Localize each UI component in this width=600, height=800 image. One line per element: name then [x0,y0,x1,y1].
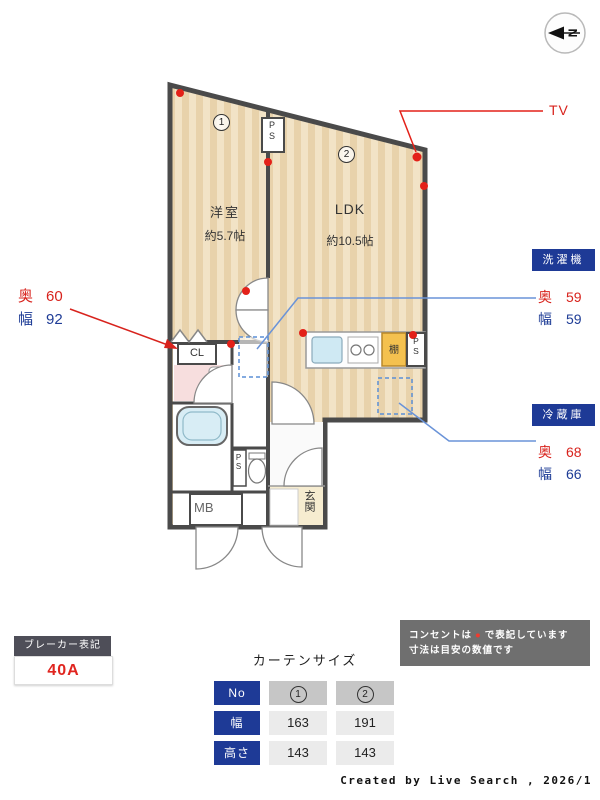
washroom-door [193,364,233,404]
fridge-depth-value: 68 [566,444,582,460]
compass: N [543,11,587,55]
breaker-label-box: ブレーカー表記 [14,636,111,656]
curtain-row-header-width: 幅 [214,711,260,735]
closet-callout-line [69,308,177,349]
meter-box-label: MB [194,500,214,515]
shelf-label: 棚 [389,345,399,356]
curtain-col-header-1: 1 [269,681,327,705]
compass-rose [544,12,586,54]
fridge-space [377,377,413,415]
curtain-col-header-no: No [214,681,260,705]
ps-label-top: PS [267,120,277,142]
outlet-dot [227,340,235,348]
closet-callout-arrowhead [164,339,178,349]
fridge-title-box: 冷蔵庫 [532,404,595,426]
burner-left [350,344,362,356]
breaker-value-box: 40A [14,656,113,685]
fridge-depth-label: 奥 [538,444,552,460]
curtain-table-title: カーテンサイズ [252,653,358,668]
fridge-callout-line [398,402,536,442]
closet-depth-row: 奥 60 [18,285,63,308]
burner-right [363,344,375,356]
outlet-dot [299,329,307,337]
washer-width-value: 59 [566,311,582,327]
front-door [261,526,303,568]
closet-dimensions: 奥 60 幅 92 [18,285,63,331]
fridge-width-label: 幅 [538,466,552,482]
entrance-step [269,488,299,526]
washer-title-box: 洗濯機 [532,249,595,271]
curtain-width-value-2: 191 [336,711,394,735]
room2-name: LDK [334,201,366,217]
room1-name: 洋室 [209,205,240,220]
washer-space [238,336,269,378]
tv-outlet-dot [412,152,422,162]
curtain-height-value-1: 143 [269,741,327,765]
room1-size: 約5.7帖 [204,229,246,243]
outlet-dots [176,89,428,348]
outlet-legend-dot-icon: ● [475,630,482,641]
closet-box [177,343,217,365]
washer-width-row: 幅 59 [538,308,582,330]
curtain-size-table: No 1 2 幅 163 191 高さ 143 143 [214,681,394,765]
washer-depth-label: 奥 [538,289,552,305]
fridge-width-row: 幅 66 [538,463,582,485]
exterior-door-left [195,526,239,570]
curtain-col-header-2: 2 [336,681,394,705]
toilet-tank [248,452,266,460]
meter-box [189,493,243,526]
room2-size: 約10.5帖 [326,234,374,248]
legend-note-line1-prefix: コンセントは [409,630,473,641]
curtain-row-header-height: 高さ [214,741,260,765]
ps-box-top [261,117,285,153]
washer-dimensions: 奥 59 幅 59 [538,286,582,330]
curtain-width-value-1: 163 [269,711,327,735]
bathtub-inner [182,411,222,441]
entrance-label: 玄関 [303,490,315,512]
compass-north-letter: N [565,28,580,38]
room2-number-badge: 2 [338,146,355,163]
fridge-dimensions: 奥 68 幅 66 [538,441,582,485]
legend-note-line2: 寸法は目安の数値です [409,645,515,656]
room1-number-badge: 1 [213,114,230,131]
ps-label-toilet: PS [234,453,243,471]
outlet-dot [409,331,417,339]
closet-width-row: 幅 92 [18,308,63,331]
closet-depth-label: 奥 [18,288,34,305]
legend-note-line1-suffix: で表記しています [484,630,569,641]
credit-footer: Created by Live Search , 2026/1 [340,774,592,787]
washer-callout-line [256,297,536,350]
corridor-door [283,447,323,487]
kitchen-sink [311,336,343,364]
closet-depth-value: 60 [46,288,63,305]
outlet-dot [176,89,184,97]
bathtub [176,406,228,446]
washer-depth-row: 奥 59 [538,286,582,308]
compass-needle-icon [548,26,564,40]
tv-label: TV [549,102,569,118]
ps-label-kitchen: PS [411,336,421,356]
legend-note-line1: コンセントは●で表記しています [409,628,581,643]
fridge-width-value: 66 [566,466,582,482]
tv-callout-line [398,110,543,153]
closet-label: CL [189,347,205,359]
ldk-door [271,381,315,425]
toilet-bowl [247,458,267,484]
ps-box-toilet [232,449,247,487]
washer-width-label: 幅 [538,311,552,327]
closet-width-value: 92 [46,311,63,328]
fridge-depth-row: 奥 68 [538,441,582,463]
curtain-col2-badge: 2 [356,686,374,703]
outlet-dot [420,182,428,190]
outlet-dot [264,158,272,166]
folding-door-symbol [170,328,208,344]
outlet-dot [242,287,250,295]
curtain-col1-badge: 1 [289,686,307,703]
closet-width-label: 幅 [18,311,34,328]
washer-depth-value: 59 [566,289,582,305]
legend-note-box: コンセントは●で表記しています 寸法は目安の数値です [400,620,590,666]
curtain-height-value-2: 143 [336,741,394,765]
